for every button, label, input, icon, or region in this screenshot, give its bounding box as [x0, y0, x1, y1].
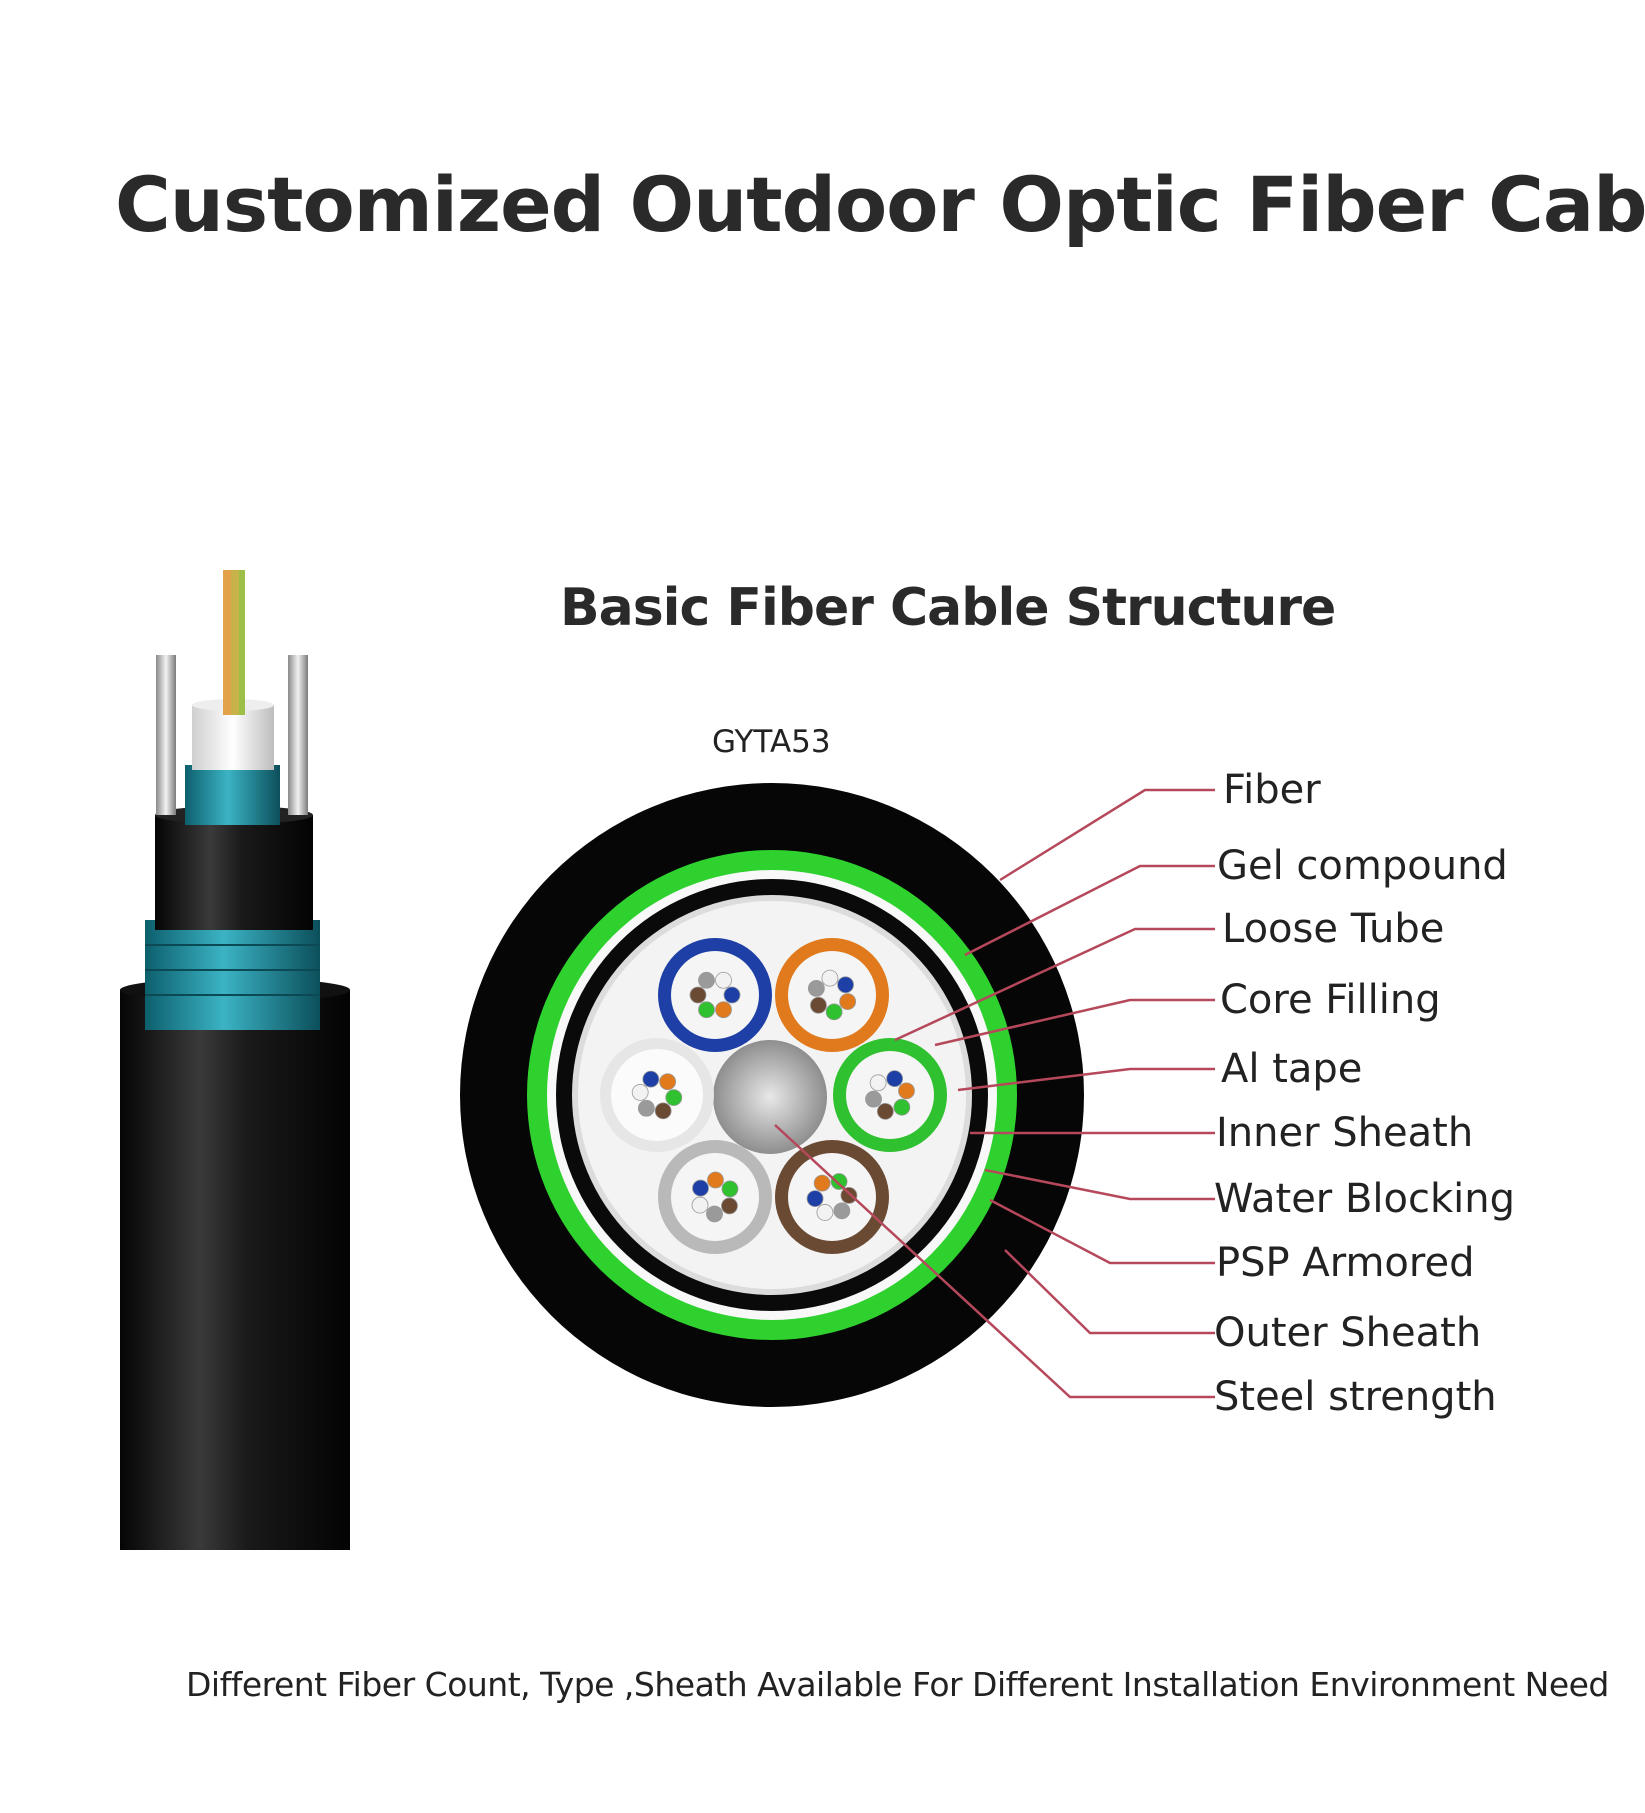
label-steel-strength: Steel strength: [1214, 1374, 1497, 1420]
leader-lines: [774, 788, 1215, 1399]
steel-rod-right: [288, 655, 308, 815]
fiber-strand-orange: [223, 570, 231, 715]
loose-tube-gray: [658, 1140, 772, 1254]
steel-rod-left: [156, 655, 176, 815]
label-inner-sheath: Inner Sheath: [1216, 1110, 1474, 1156]
fiber-dot: [886, 1070, 904, 1088]
fiber-dot: [642, 1070, 660, 1088]
fiber-dot: [706, 1205, 723, 1223]
fiber-dot: [893, 1098, 911, 1116]
fiber-dot: [839, 993, 857, 1011]
label-psp-armored: PSP Armored: [1216, 1240, 1475, 1286]
fiber-dot: [665, 1089, 683, 1106]
water-blocking-tape: [185, 765, 280, 825]
fiber-dot: [837, 976, 854, 994]
leader-fiber: [999, 788, 1215, 882]
loose-tube-white: [600, 1038, 714, 1152]
fiber-dot: [807, 979, 825, 997]
fiber-dot: [689, 986, 707, 1004]
leader-gel-compound: [964, 864, 1215, 957]
leader-loose-tube: [894, 927, 1215, 1042]
fiber-dot: [821, 969, 839, 987]
fiber-dot: [830, 1173, 848, 1190]
leader-core-filling: [934, 998, 1215, 1047]
fiber-dot: [659, 1073, 677, 1091]
loose-tube-blue: [658, 938, 772, 1052]
label-fiber: Fiber: [1223, 767, 1321, 813]
leader-water-blocking: [984, 1168, 1215, 1201]
fiber-dot: [723, 986, 741, 1004]
fiber-dot: [813, 1174, 831, 1192]
fiber-dot: [898, 1082, 915, 1100]
cable-cross-section: [460, 783, 1084, 1407]
fiber-dot: [698, 1001, 715, 1019]
fiber-dot: [631, 1084, 649, 1101]
leader-steel-strength: [774, 1124, 1215, 1399]
fibers: [631, 969, 915, 1223]
leader-outer-sheath: [1004, 1249, 1215, 1335]
loose-tube-orange: [775, 938, 889, 1052]
loose-tube-brown: [775, 1140, 889, 1254]
footer-note: Different Fiber Count, Type ,Sheath Avai…: [186, 1665, 1609, 1704]
label-outer-sheath: Outer Sheath: [1214, 1310, 1482, 1356]
fiber-dot: [691, 1196, 709, 1214]
central-strength-member: [713, 1040, 827, 1154]
fiber-dot: [869, 1074, 887, 1092]
fiber-dot: [654, 1102, 672, 1120]
label-al-tape: Al tape: [1221, 1046, 1363, 1092]
fiber-dot: [810, 996, 827, 1014]
cable-side-view: [120, 570, 350, 1550]
fiber-dot: [698, 971, 715, 989]
fiber-dot: [637, 1099, 655, 1117]
inner-sheath: [155, 815, 313, 930]
page-title: Customized Outdoor Optic Fiber Cable: [115, 160, 1645, 249]
fiber-dot: [715, 971, 732, 989]
outer-jacket: [120, 990, 350, 1550]
fiber-dot: [865, 1090, 882, 1108]
label-water-blocking: Water Blocking: [1214, 1176, 1515, 1222]
fiber-dot: [692, 1179, 709, 1197]
leader-psp-armored: [989, 1198, 1215, 1265]
label-gel-compound: Gel compound: [1217, 843, 1508, 889]
label-core-filling: Core Filling: [1220, 977, 1441, 1023]
fiber-dot: [721, 1180, 739, 1198]
fiber-strand-green: [239, 570, 245, 715]
fiber-dot: [721, 1197, 738, 1215]
armor-tape: [145, 920, 320, 1030]
fiber-dot: [825, 1003, 843, 1021]
fiber-dot: [833, 1202, 851, 1220]
fiber-strand-yellow: [231, 570, 239, 715]
diagram-title: Basic Fiber Cable Structure: [560, 578, 1336, 638]
label-loose-tube: Loose Tube: [1222, 906, 1445, 952]
fiber-dot: [707, 1171, 724, 1189]
fiber-dot: [715, 1001, 732, 1019]
loose-tube: [192, 705, 274, 770]
fiber-dot: [806, 1190, 824, 1208]
leader-al-tape: [957, 1067, 1215, 1092]
fiber-dot: [816, 1204, 834, 1221]
fiber-dot: [840, 1186, 858, 1204]
model-label: GYTA53: [712, 724, 831, 760]
fiber-dot: [876, 1102, 894, 1120]
loose-tube-green: [833, 1038, 947, 1152]
